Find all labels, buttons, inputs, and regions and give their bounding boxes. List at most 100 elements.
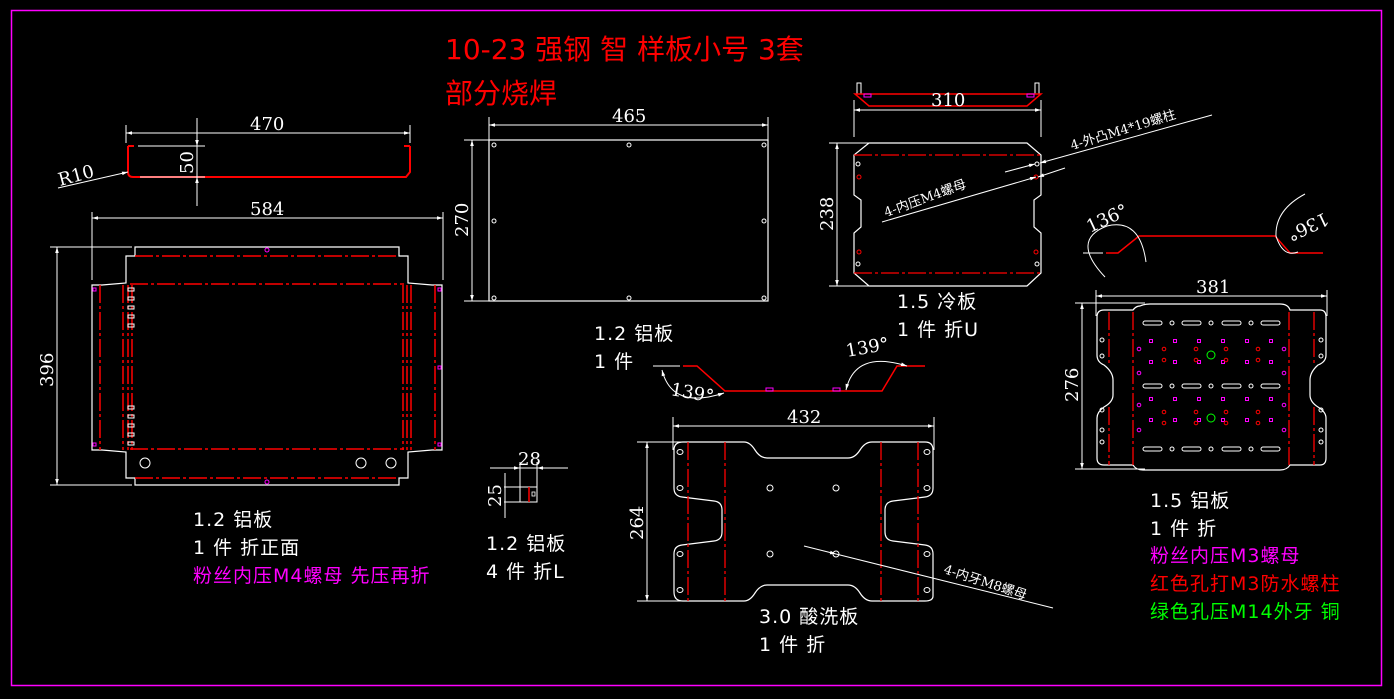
pickled-plate-label-1: 3.0 酸洗板 <box>759 606 860 628</box>
slot-hole <box>1221 383 1242 389</box>
round-hole <box>1169 446 1175 452</box>
dim-264: 264 <box>627 506 648 540</box>
pink-nut-hole <box>1269 397 1273 401</box>
pink-nut-hole <box>1173 339 1177 343</box>
slot-hole <box>1181 383 1202 389</box>
cold-plate-label-1: 1.5 冷板 <box>897 291 978 313</box>
front-panel-profile <box>57 118 411 206</box>
pink-nut-hole <box>1281 370 1287 376</box>
pink-nut-hole <box>1269 360 1273 364</box>
slot-hole <box>1221 446 1242 452</box>
edge-hole <box>1099 353 1105 359</box>
pink-nut-hole <box>1149 360 1153 364</box>
cold-plate-label-2: 1 件 折U <box>897 319 980 341</box>
round-hole <box>1169 320 1175 326</box>
slot-hole <box>1181 320 1202 326</box>
pink-nut-hole <box>1221 397 1225 401</box>
red-standoff-hole <box>1161 357 1167 363</box>
pink-nut-hole <box>1173 397 1177 401</box>
red-standoff-hole <box>1223 409 1229 415</box>
red-standoff-hole <box>1223 420 1229 426</box>
perforated-plate-note-red: 红色孔打M3防水螺柱 <box>1150 573 1341 595</box>
pink-nut-hole <box>1149 339 1153 343</box>
round-hole <box>1208 383 1214 389</box>
slot-hole <box>1142 383 1163 389</box>
perforated-plate <box>1075 193 1328 471</box>
pink-nut-hole <box>1221 339 1225 343</box>
pink-nut-hole <box>1149 418 1153 422</box>
pink-nut-hole <box>1281 427 1287 433</box>
dim-25: 25 <box>485 484 506 507</box>
red-standoff-hole <box>1255 409 1261 415</box>
drawing-title-line2: 部分烧焊 <box>445 77 558 110</box>
dim-396: 396 <box>37 353 58 387</box>
pickled-plate <box>637 360 1054 609</box>
edge-hole <box>1099 439 1105 445</box>
dim-28: 28 <box>518 449 541 470</box>
slot-hole <box>1260 383 1281 389</box>
red-standoff-hole <box>1193 409 1199 415</box>
callout-m4-nut: 4-内压M4螺母 <box>882 176 969 221</box>
red-standoff-hole <box>1193 357 1199 363</box>
pink-nut-hole <box>1136 402 1142 408</box>
callout-m8-nut: 4-内牙M8螺母 <box>942 562 1029 604</box>
green-m14-hole <box>1206 350 1216 360</box>
pink-nut-hole <box>1197 397 1201 401</box>
pink-nut-hole <box>1221 360 1225 364</box>
cold-plate <box>829 82 1213 287</box>
dim-381: 381 <box>1196 277 1230 298</box>
slot-hole <box>1260 320 1281 326</box>
pink-nut-hole <box>1136 427 1142 433</box>
round-hole <box>1208 320 1214 326</box>
l-bracket-label-1: 1.2 铝板 <box>486 533 567 555</box>
perforated-plate-label-2: 1 件 折 <box>1150 518 1218 540</box>
pink-nut-hole <box>1173 418 1177 422</box>
drawing-title-line1: 10-23 强钢 智 样板小号 3套 <box>445 33 804 66</box>
red-standoff-hole <box>1255 346 1261 352</box>
red-standoff-hole <box>1161 420 1167 426</box>
slot-hole <box>1142 320 1163 326</box>
front-panel-note: 粉丝内压M4螺母 先压再折 <box>193 565 431 587</box>
edge-hole <box>1099 407 1105 413</box>
slot-hole <box>1221 320 1242 326</box>
red-standoff-hole <box>1193 346 1199 352</box>
slot-hole <box>1181 446 1202 452</box>
pink-nut-hole <box>1197 360 1201 364</box>
front-panel-flat <box>50 212 444 486</box>
pink-nut-hole <box>1269 339 1273 343</box>
slot-hole <box>1260 446 1281 452</box>
callout-m4-standoff: 4-外凸M4*19螺柱 <box>1069 108 1178 154</box>
pink-nut-hole <box>1197 418 1201 422</box>
angle-136-left: 136° <box>1083 200 1131 237</box>
edge-hole <box>1318 439 1324 445</box>
flat-panel <box>464 117 769 302</box>
dim-276: 276 <box>1062 368 1083 402</box>
pink-nut-hole <box>1245 418 1249 422</box>
dim-584: 584 <box>250 199 284 220</box>
pink-nut-hole <box>1245 397 1249 401</box>
green-m14-hole <box>1206 413 1216 423</box>
angle-136-right: 136° <box>1284 207 1332 244</box>
pink-nut-hole <box>1173 360 1177 364</box>
pink-nut-hole <box>1245 360 1249 364</box>
edge-hole <box>1318 353 1324 359</box>
pickled-plate-label-2: 1 件 折 <box>759 634 827 656</box>
pink-nut-hole <box>1136 346 1142 352</box>
edge-hole <box>1318 407 1324 413</box>
dim-270: 270 <box>452 203 473 237</box>
pink-nut-hole <box>1197 339 1201 343</box>
dim-470: 470 <box>250 114 284 135</box>
pink-nut-hole <box>1221 418 1225 422</box>
red-standoff-hole <box>1161 409 1167 415</box>
edge-hole <box>1099 337 1105 343</box>
angle-139-right: 139° <box>844 334 890 362</box>
pink-nut-hole <box>1245 339 1249 343</box>
perforated-plate-label-1: 1.5 铝板 <box>1150 490 1231 512</box>
pink-nut-hole <box>1149 397 1153 401</box>
dim-465: 465 <box>612 106 646 127</box>
l-bracket <box>490 462 568 518</box>
angle-139-left: 139° <box>669 379 715 407</box>
pink-nut-hole <box>1281 402 1287 408</box>
pink-nut-hole <box>1136 370 1142 376</box>
